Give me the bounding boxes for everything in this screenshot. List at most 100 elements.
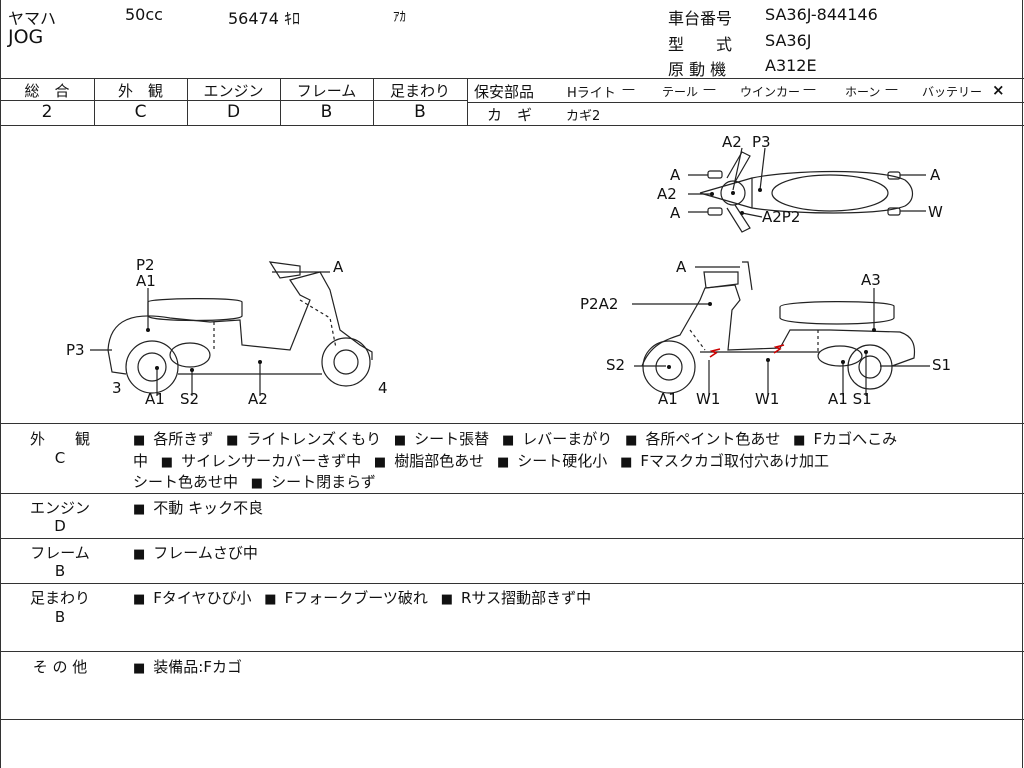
note-engine-label: エンジン <box>29 499 90 517</box>
safety-status-horn: — <box>885 82 898 97</box>
note-item: Fマスクカゴ取付穴あけ加工 <box>620 452 829 470</box>
right-a1s1-label: A1 S1 <box>828 390 872 408</box>
left-p2-label: P2 <box>136 256 155 274</box>
top-a-right-label: A <box>930 166 941 184</box>
note-item: Rサス摺動部きず中 <box>441 589 591 607</box>
color: ｱｶ <box>393 10 406 25</box>
divider-safety-mid <box>467 102 1024 103</box>
top-a2p2-label: A2P2 <box>762 208 800 226</box>
engine-model-value: A312E <box>765 56 817 75</box>
divider-notes-2 <box>0 538 1024 539</box>
note-item: 各所ペイント色あせ <box>625 430 780 448</box>
left-a-top-label: A <box>333 258 344 276</box>
note-item: 各所きず <box>133 430 213 448</box>
left-s2-label: S2 <box>180 390 199 408</box>
top-a2-label: A2 <box>722 133 742 151</box>
right-s2-label: S2 <box>606 356 625 374</box>
divider-notes-5 <box>0 719 1024 720</box>
left-a2-bottom-label: A2 <box>248 390 268 408</box>
top-w-label: W <box>928 203 943 221</box>
safety-item-headlight: Hライト <box>567 86 616 101</box>
grade-sep-4 <box>373 78 374 125</box>
note-frame-label: フレーム <box>30 544 90 562</box>
note-item: フレームさび中 <box>133 544 258 562</box>
note-other-line: 装備品:Fカゴ <box>133 656 242 677</box>
chassis-label: 車台番号 <box>668 9 733 28</box>
divider-grade-bottom <box>0 125 1024 126</box>
note-item: ライトレンズくもり <box>226 430 381 448</box>
note-frame-grade: B <box>54 562 66 580</box>
grade-sep-5 <box>467 78 468 125</box>
grade-engine-value: D <box>226 102 241 122</box>
note-engine-grade: D <box>54 517 66 535</box>
engine-model-label: 原 動 機 <box>668 60 727 79</box>
left-num4-label: 4 <box>378 379 388 397</box>
note-suspension-label: 足まわり <box>29 589 90 607</box>
right-p2a2-label: P2A2 <box>580 295 618 313</box>
note-exterior-label: 外 観 <box>29 430 90 448</box>
note-item: Fタイヤひび小 <box>133 589 251 607</box>
note-item: Fフォークブーツ破れ <box>264 589 428 607</box>
note-item: 装備品:Fカゴ <box>133 658 242 676</box>
type-value: SA36J <box>765 31 812 50</box>
grade-exterior-value: C <box>134 102 147 122</box>
grade-frame-label: フレーム <box>296 82 357 100</box>
divider-header <box>0 78 1024 79</box>
note-item: シート閉まらず <box>251 473 376 491</box>
grade-suspension-label: 足まわり <box>389 82 450 100</box>
divider-notes-4 <box>0 651 1024 652</box>
safety-item-tail: テール <box>662 85 699 99</box>
note-other-label: そ の 他 <box>32 658 88 676</box>
safety-status-battery: × <box>992 81 1005 99</box>
right-a1-label: A1 <box>658 390 678 408</box>
note-exterior-line2: 中 サイレンサーカバーきず中 樹脂部色あせ シート硬化小 Fマスクカゴ取付穴あけ… <box>133 450 829 471</box>
grade-exterior-label: 外 観 <box>117 82 163 100</box>
safety-title: 保安部品 <box>474 83 535 101</box>
note-item: レバーまがり <box>502 430 612 448</box>
grade-sep-3 <box>280 78 281 125</box>
maker: ヤマハ <box>8 9 57 28</box>
divider-notes-3 <box>0 583 1024 584</box>
safety-item-horn: ホーン <box>845 85 881 99</box>
top-a-left2-label: A <box>670 204 681 222</box>
top-a2-left-label: A2 <box>657 185 677 203</box>
right-a3-label: A3 <box>861 271 881 289</box>
model-name: JOG <box>8 26 44 48</box>
frame-right <box>1022 0 1023 768</box>
left-num3-label: 3 <box>112 379 122 397</box>
chassis-value: SA36J-844146 <box>765 5 878 24</box>
grade-sep-1 <box>94 78 95 125</box>
type-label: 型 式 <box>668 35 733 54</box>
right-w1a-label: W1 <box>696 390 720 408</box>
note-suspension-line: Fタイヤひび小 Fフォークブーツ破れ Rサス摺動部きず中 <box>133 587 591 608</box>
left-side-scooter <box>107 261 373 394</box>
right-side-scooter <box>641 261 916 394</box>
safety-item-winker: ウインカー <box>740 85 801 99</box>
left-a1-bottom-label: A1 <box>145 390 165 408</box>
top-p3-label: P3 <box>752 133 771 151</box>
note-item: シート色あせ中 <box>133 473 239 491</box>
frame-left <box>0 0 1 768</box>
grade-engine-label: エンジン <box>203 82 264 100</box>
safety-status-tail: — <box>703 82 716 97</box>
right-w1b-label: W1 <box>755 390 779 408</box>
note-engine-line: 不動 キック不良 <box>133 497 263 518</box>
top-a-left1-label: A <box>670 166 681 184</box>
divider-grade-mid <box>0 100 467 101</box>
note-item: サイレンサーカバーきず中 <box>161 452 361 470</box>
divider-diagram-bottom <box>0 423 1024 424</box>
displacement: 50cc <box>125 5 163 24</box>
safety-item-battery: バッテリー <box>922 85 983 99</box>
left-a1-top-label: A1 <box>136 272 156 290</box>
note-exterior-grade: C <box>54 449 66 467</box>
note-exterior-line3: シート色あせ中 シート閉まらず <box>133 471 376 492</box>
divider-notes-1 <box>0 493 1024 494</box>
mileage: 56474 ｷﾛ <box>228 9 300 28</box>
scooter-diagram: A2 P3 A A2 A A2P2 A W P2 A1 A P3 3 4 A1 … <box>66 133 951 408</box>
grade-total-label: 総 合 <box>24 82 70 100</box>
safety-status-headlight: — <box>622 82 635 97</box>
right-s1-label: S1 <box>932 356 951 374</box>
note-item: 不動 キック不良 <box>133 499 263 517</box>
grade-sep-2 <box>187 78 188 125</box>
